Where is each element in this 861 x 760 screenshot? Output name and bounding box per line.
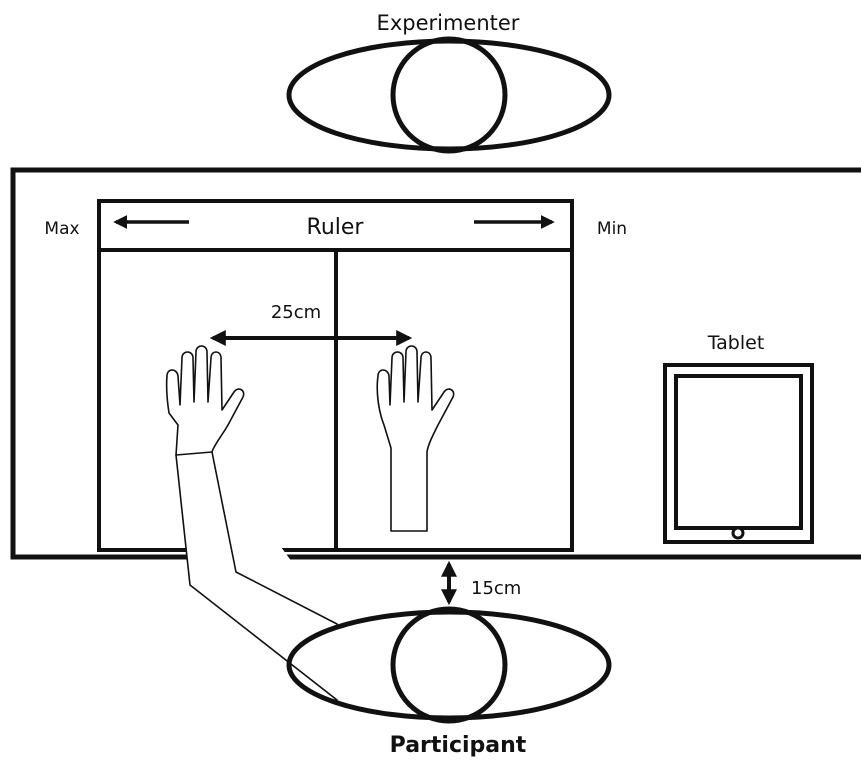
experimenter-figure bbox=[286, 36, 612, 154]
table-outline bbox=[10, 167, 861, 560]
ruler-label: Ruler bbox=[307, 215, 365, 240]
participant-shoulders bbox=[286, 609, 612, 721]
experimenter-label: Experimenter bbox=[377, 11, 520, 35]
tablet-icon bbox=[663, 363, 814, 544]
participant-head bbox=[390, 606, 508, 724]
table-distance-label: 15cm bbox=[471, 578, 521, 599]
experimenter-shoulders bbox=[286, 38, 612, 152]
experimenter-head bbox=[390, 36, 508, 154]
max-label: Max bbox=[44, 219, 79, 239]
tablet-label: Tablet bbox=[707, 332, 765, 354]
hand-distance-label: 25cm bbox=[271, 302, 321, 323]
right-hand-icon bbox=[376, 345, 455, 532]
participant-arm-icon bbox=[175, 451, 338, 701]
participant-figure bbox=[286, 606, 612, 724]
left-hand-icon bbox=[165, 345, 245, 456]
min-label: Min bbox=[597, 219, 627, 239]
participant-label: Participant bbox=[390, 733, 527, 758]
